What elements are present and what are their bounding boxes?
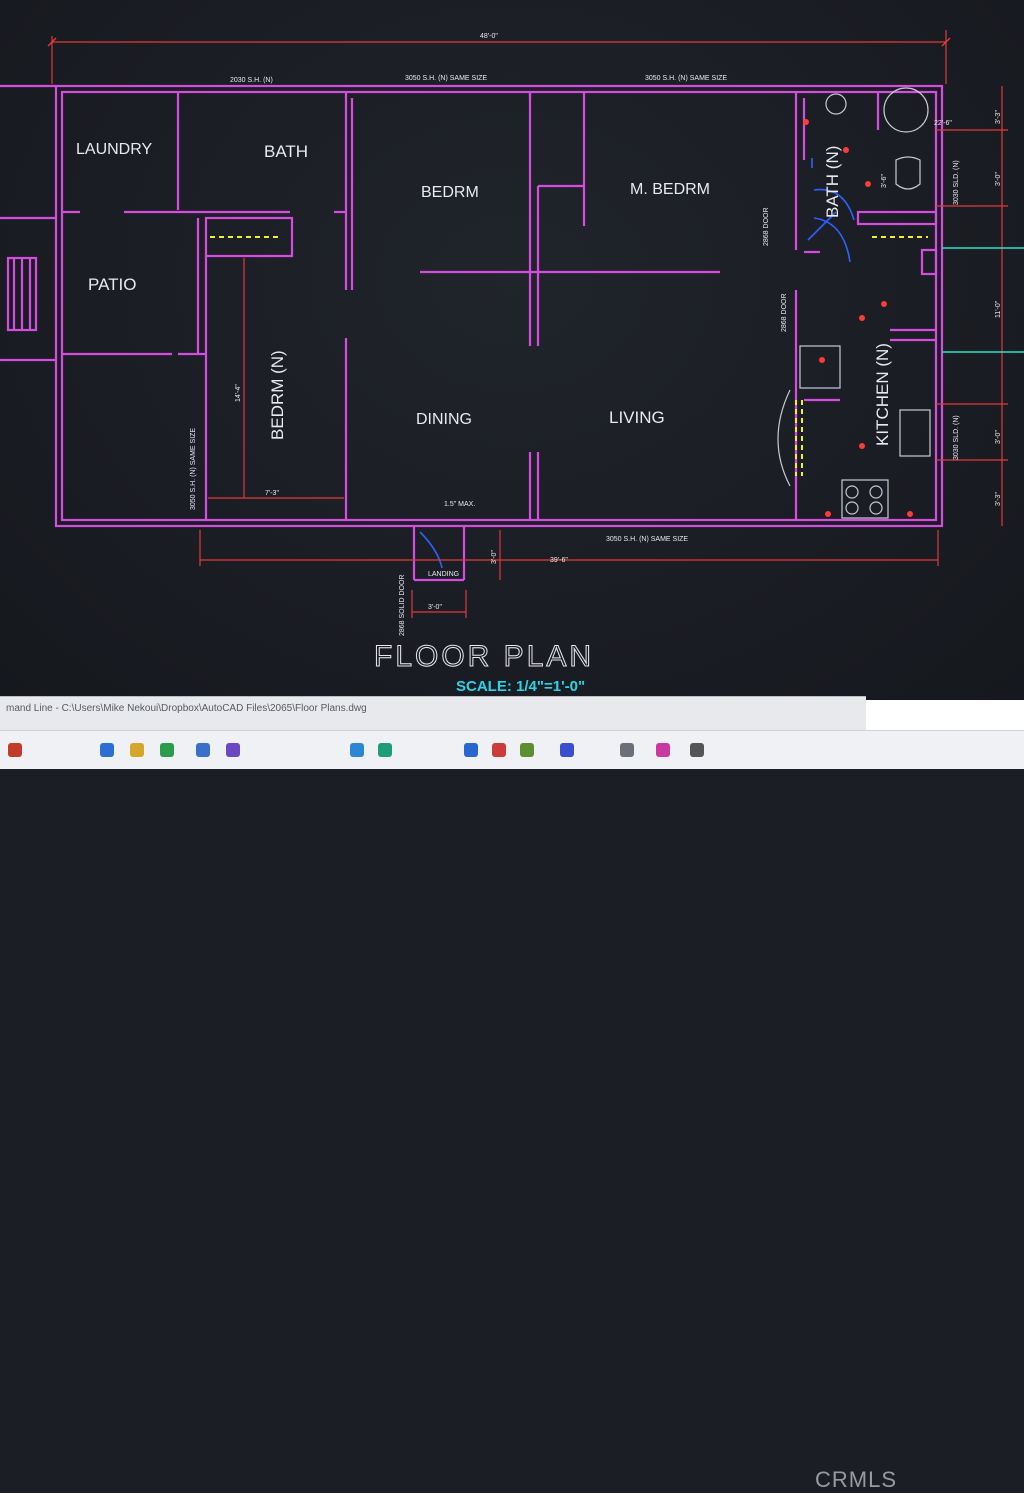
app-icon[interactable] xyxy=(492,743,506,757)
dim-right-4: 3'-0" xyxy=(995,430,1002,444)
room-bedrm: BEDRM xyxy=(421,184,479,201)
command-line-path: mand Line - C:\Users\Mike Nekoui\Dropbox… xyxy=(6,703,367,714)
room-kitchen-n: KITCHEN (N) xyxy=(873,343,892,446)
app-icon[interactable] xyxy=(226,743,240,757)
window-top-left: 2030 S.H. (N) xyxy=(230,77,273,84)
room-bath: BATH xyxy=(264,142,308,161)
app-icon[interactable] xyxy=(378,743,392,757)
app-icon[interactable] xyxy=(8,743,22,757)
plan-scale: SCALE: 1/4"=1'-0" xyxy=(456,678,585,695)
app-icon[interactable] xyxy=(620,743,634,757)
dim-right-5: 3'-3" xyxy=(995,492,1002,506)
window-right-top: 3030 SLD. (N) xyxy=(953,160,960,205)
dim-right-3: 11'-0" xyxy=(995,300,1002,318)
dim-landing-width: 3'-0" xyxy=(428,604,442,611)
folder-icon[interactable] xyxy=(130,743,144,757)
room-living: LIVING xyxy=(609,408,665,427)
command-line-input[interactable] xyxy=(866,700,1024,730)
dim-bedrm-width: 7'-3" xyxy=(265,490,279,497)
window-top-right: 3050 S.H. (N) SAME SIZE xyxy=(645,75,727,82)
taskbar: CRMLS xyxy=(0,730,1024,1492)
dim-lower-width: 39'-6" xyxy=(550,557,568,564)
dim-bedrm-height: 14'-4" xyxy=(235,384,242,402)
door-bath: 2868 DOOR xyxy=(763,207,770,246)
room-bath-n: BATH (N) xyxy=(823,146,842,218)
dim-diagonal: 22'-6" xyxy=(934,120,952,127)
plan-title: FLOOR PLAN xyxy=(374,640,594,673)
window-bottom: 3050 S.H. (N) SAME SIZE xyxy=(606,536,688,543)
room-bedrm-n: BEDRM (N) xyxy=(268,350,287,440)
app-icon[interactable] xyxy=(560,743,574,757)
app-icon[interactable] xyxy=(690,743,704,757)
dim-max-step: 1.5" MAX. xyxy=(444,501,475,508)
app-icon[interactable] xyxy=(520,743,534,757)
dim-right-2: 3'-0" xyxy=(995,172,1002,186)
app-icon[interactable] xyxy=(656,743,670,757)
command-line-bar[interactable]: mand Line - C:\Users\Mike Nekoui\Dropbox… xyxy=(0,696,866,731)
app-icon[interactable] xyxy=(196,743,210,757)
room-dining: DINING xyxy=(416,411,472,428)
room-master-bedrm: M. BEDRM xyxy=(630,181,710,198)
app-icon[interactable] xyxy=(160,743,174,757)
dim-right-1: 3'-3" xyxy=(995,110,1002,124)
room-landing: LANDING xyxy=(428,571,459,578)
room-patio: PATIO xyxy=(88,275,137,294)
watermark-logo: CRMLS xyxy=(815,1467,898,1492)
window-right-bottom: 3030 SLD. (N) xyxy=(953,415,960,460)
app-icon[interactable] xyxy=(350,743,364,757)
dim-bath-small: 3'-6" xyxy=(881,174,888,188)
window-left-side: 3050 S.H. (N) SAME SIZE xyxy=(190,428,197,510)
dim-overall-width: 48'-0" xyxy=(480,33,498,40)
door-entry: 2868 SOLID DOOR xyxy=(399,575,406,636)
door-hall: 2868 DOOR xyxy=(781,293,788,332)
window-top-mid: 3050 S.H. (N) SAME SIZE xyxy=(405,75,487,82)
dim-landing-depth: 3'-0" xyxy=(491,550,498,564)
app-icon[interactable] xyxy=(464,743,478,757)
floor-plan-drawing: 48'-0" xyxy=(0,30,1024,695)
room-laundry: LAUNDRY xyxy=(76,141,153,158)
cad-drawing-area[interactable]: 48'-0" xyxy=(0,0,1024,700)
app-icon[interactable] xyxy=(100,743,114,757)
